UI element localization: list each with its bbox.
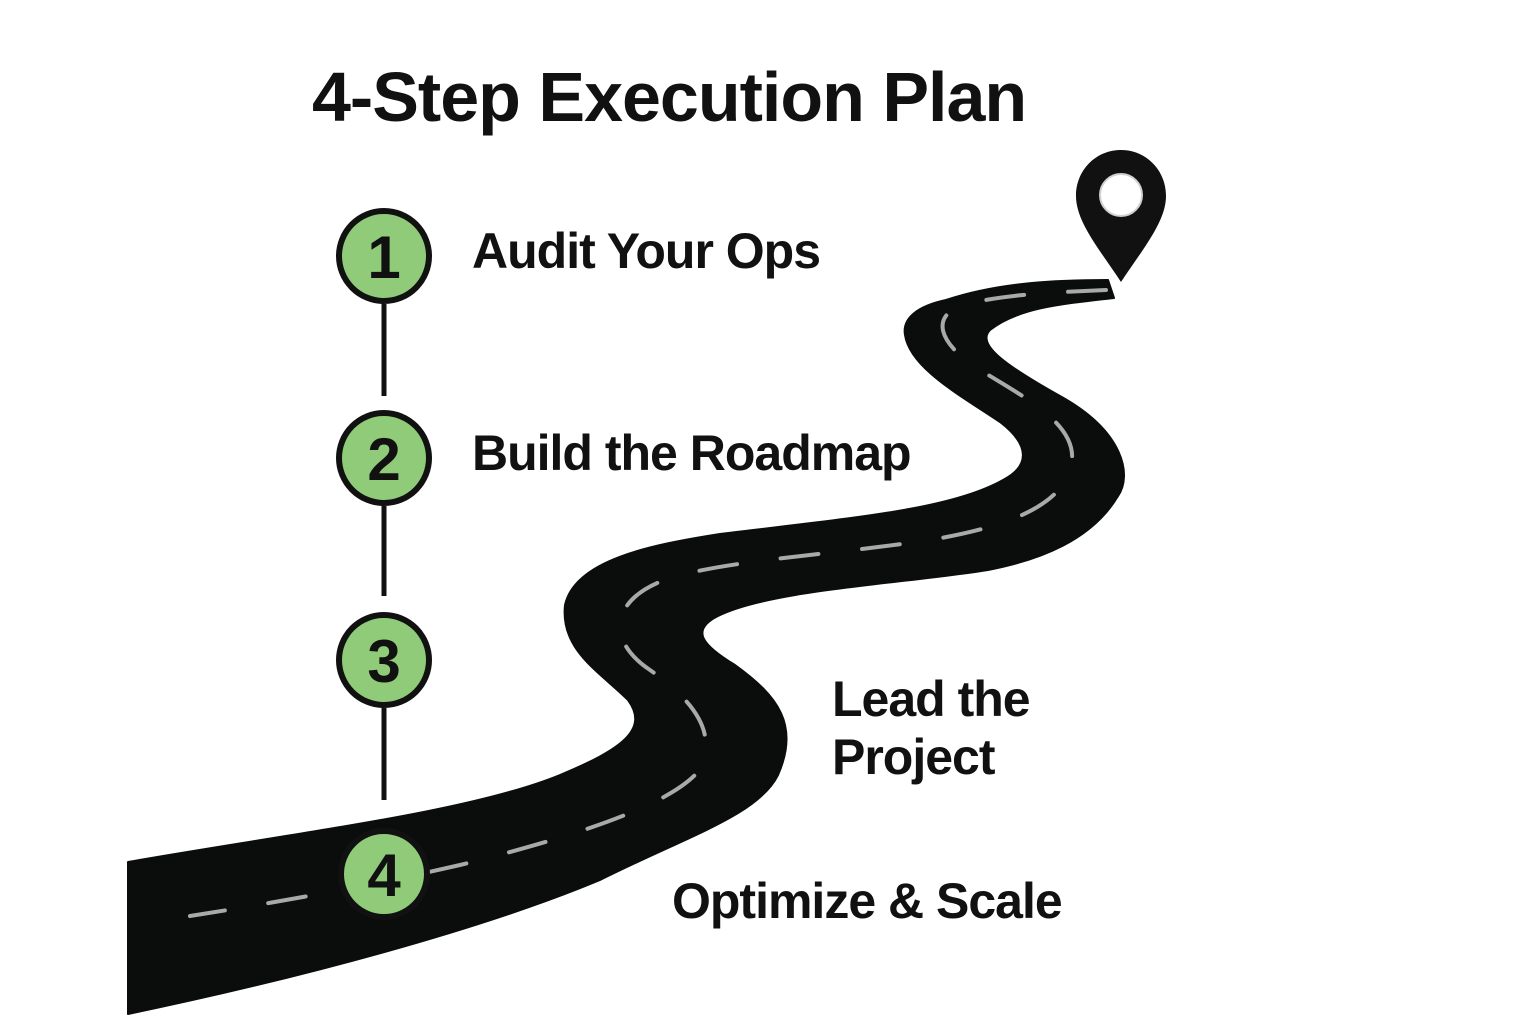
step-label-1: Audit Your Ops (472, 223, 821, 279)
page-title: 4-Step Execution Plan (312, 58, 1027, 136)
step-number-1: 1 (367, 224, 400, 291)
step-marker-3: 3 (336, 612, 432, 708)
step-label-3: Lead the Project (832, 671, 1031, 785)
step-marker-2: 2 (336, 410, 432, 506)
step-label-4: Optimize & Scale (672, 873, 1063, 929)
step-number-2: 2 (367, 426, 400, 493)
step-marker-1: 1 (336, 208, 432, 304)
step-number-3: 3 (367, 628, 400, 695)
step-label-2: Build the Roadmap (472, 425, 912, 481)
step-number-4: 4 (367, 842, 401, 909)
road-lane-marking (188, 288, 1108, 918)
map-pin-icon (1076, 150, 1166, 282)
step-marker-4: 4 (338, 828, 430, 920)
